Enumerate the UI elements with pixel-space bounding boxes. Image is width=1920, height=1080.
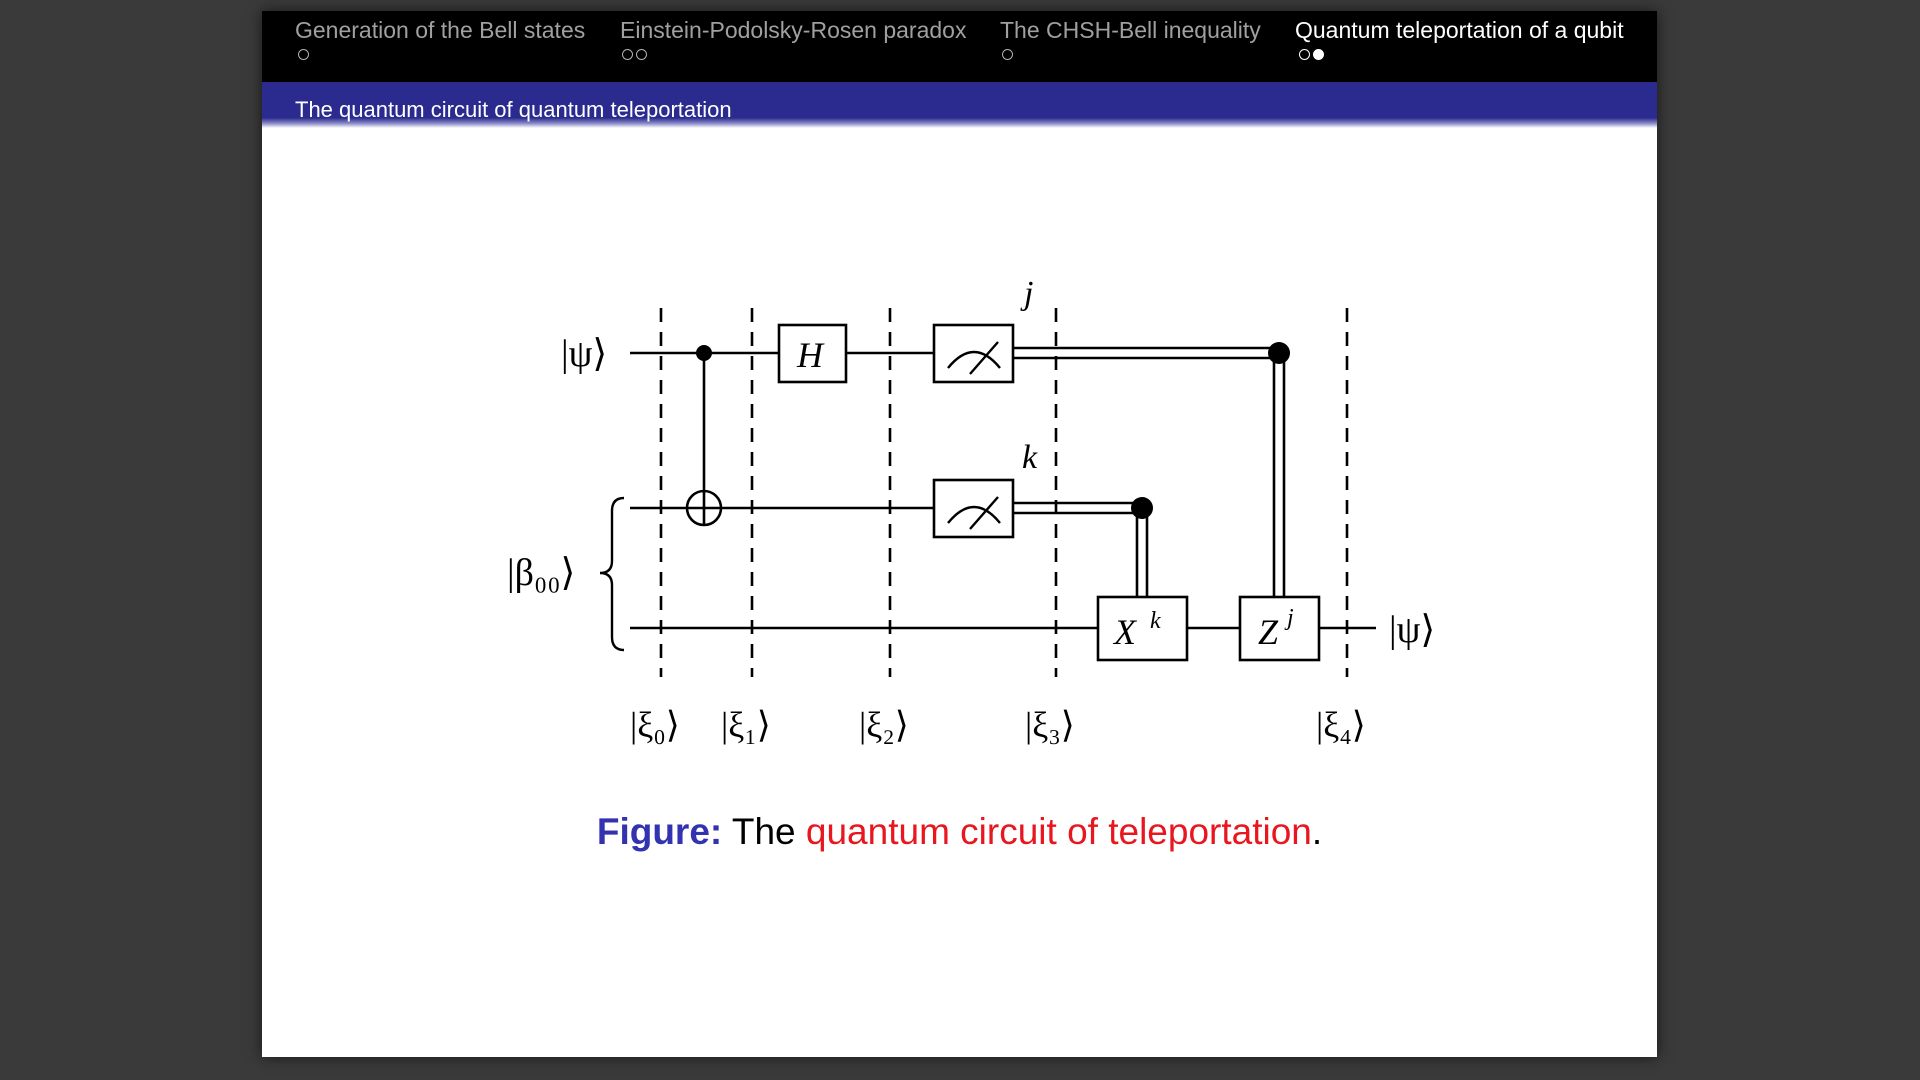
- nav-slide-dot[interactable]: [1002, 49, 1013, 60]
- caption-period: .: [1311, 811, 1323, 852]
- hadamard-label: H: [796, 335, 825, 375]
- nav-dots-epr: [622, 47, 650, 63]
- measurement-k-label: k: [1022, 439, 1038, 476]
- x-control-dot: [1131, 497, 1153, 519]
- nav-section-teleportation[interactable]: Quantum teleportation of a qubit: [1295, 17, 1624, 43]
- x-gate: [1096, 595, 1189, 662]
- nav-slide-dot[interactable]: [622, 49, 633, 60]
- nav-dots-chsh: [1002, 47, 1016, 63]
- figure-caption: Figure: The quantum circuit of teleporta…: [262, 811, 1657, 853]
- nav-section-chsh[interactable]: The CHSH-Bell inequality: [1000, 17, 1261, 43]
- caption-label: Figure:: [596, 811, 723, 852]
- slice-label-1: |ξ₁⟩: [721, 705, 771, 745]
- nav-dots-teleportation: [1299, 47, 1327, 63]
- meter-arc-j: [947, 350, 1001, 369]
- nav-section-epr-paradox[interactable]: Einstein-Podolsky-Rosen paradox: [620, 17, 967, 43]
- hadamard-gate: [777, 323, 848, 384]
- frame-title-bar: The quantum circuit of quantum teleporta…: [262, 82, 1657, 128]
- slice-label-4: |ξ₄⟩: [1316, 705, 1366, 745]
- nav-section-bell-states[interactable]: Generation of the Bell states: [295, 17, 586, 43]
- nav-slide-dot[interactable]: [1299, 49, 1310, 60]
- input-psi-label: |ψ⟩: [561, 333, 607, 375]
- z-gate: [1238, 595, 1321, 662]
- nav-slide-dot[interactable]: [636, 49, 647, 60]
- measurement-j-label: j: [1020, 275, 1033, 312]
- meter-arc-k: [947, 505, 1001, 524]
- bell-pair-brace: [599, 496, 625, 652]
- input-bell-pair-label: |β₀₀⟩: [507, 552, 575, 594]
- caption-text: The: [731, 811, 796, 852]
- nav-dots-bell-states: [298, 47, 312, 63]
- z-control-dot: [1268, 342, 1290, 364]
- frame-title: The quantum circuit of quantum teleporta…: [295, 97, 732, 122]
- meter-needle-j: [969, 341, 999, 375]
- meter-needle-k: [969, 496, 999, 530]
- slice-label-0: |ξ₀⟩: [630, 705, 680, 745]
- nav-slide-dot-current[interactable]: [1313, 49, 1324, 60]
- output-psi-label: |ψ⟩: [1389, 609, 1435, 651]
- slice-label-2: |ξ₂⟩: [859, 705, 909, 745]
- nav-slide-dot[interactable]: [298, 49, 309, 60]
- x-gate-label: X: [1112, 612, 1138, 652]
- navigation-bar: Generation of the Bell states Einstein-P…: [262, 11, 1657, 82]
- teleportation-circuit: |ψ⟩ |β₀₀⟩ |ψ⟩ H X k Z j j k |ξ₀⟩ |ξ₁⟩ |ξ…: [507, 275, 1435, 745]
- slide: Generation of the Bell states Einstein-P…: [262, 11, 1657, 1057]
- slice-label-3: |ξ₃⟩: [1025, 705, 1075, 745]
- measurement-k: [932, 478, 1015, 539]
- measurement-j: [932, 323, 1015, 384]
- x-gate-exponent: k: [1150, 608, 1161, 634]
- caption-highlight: quantum circuit of teleportation: [805, 811, 1312, 852]
- cnot-control-dot: [696, 345, 712, 361]
- z-gate-label: Z: [1258, 612, 1279, 652]
- z-gate-exponent: j: [1284, 605, 1294, 631]
